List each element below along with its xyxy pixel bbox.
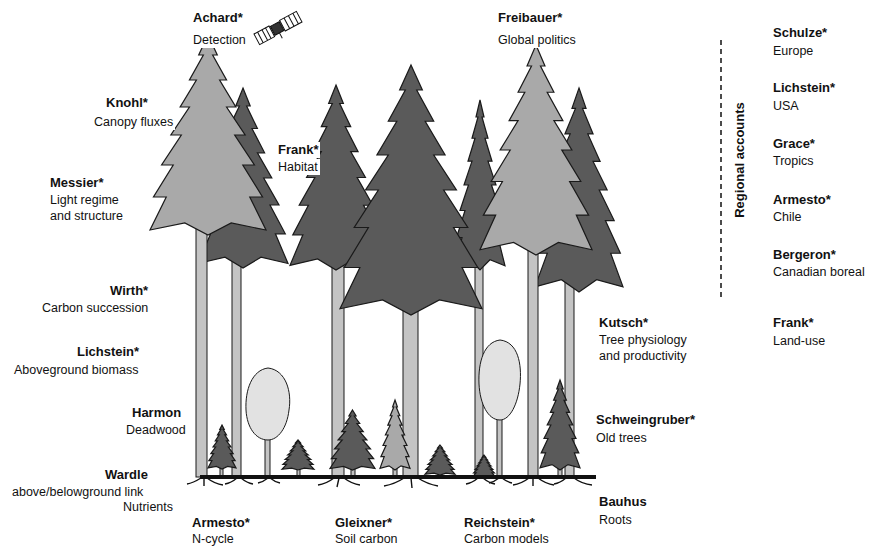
- topic-label: Soil carbon: [333, 531, 400, 547]
- topic-label: Roots: [597, 512, 634, 528]
- author-name: Gleixner*: [333, 515, 394, 531]
- author-name: Wardle: [103, 467, 150, 483]
- author-name: Grace*: [771, 136, 817, 152]
- group-heading: Regional accounts: [732, 102, 748, 218]
- topic-label: Deadwood: [124, 422, 188, 438]
- topic-label: Global politics: [496, 32, 578, 48]
- topic-label: Carbon succession: [40, 300, 150, 316]
- author-name: Lichstein*: [75, 344, 141, 360]
- topic-label: and productivity: [597, 348, 689, 364]
- topic-label: Canadian boreal: [771, 264, 867, 280]
- author-name: Schweingruber*: [594, 412, 697, 428]
- dashed-bracket: [720, 40, 722, 300]
- author-name: Messier*: [48, 175, 105, 191]
- author-name: Wirth*: [108, 283, 150, 299]
- author-name: Lichstein*: [771, 80, 837, 96]
- topic-label: Old trees: [594, 430, 649, 446]
- topic-label: above/belowground link: [10, 484, 145, 500]
- topic-label: Nutrients: [121, 499, 175, 515]
- author-name: Armesto*: [771, 192, 833, 208]
- topic-label: Chile: [771, 209, 804, 225]
- topic-label: Tree physiology: [597, 332, 689, 348]
- author-name: Kutsch*: [597, 315, 650, 331]
- author-name: Bergeron*: [771, 247, 838, 263]
- satellite-icon: [254, 11, 304, 49]
- author-name: Harmon: [130, 405, 183, 421]
- author-name: Bauhus: [597, 494, 649, 510]
- topic-label: Habitat: [276, 159, 320, 175]
- topic-label: Aboveground biomass: [12, 362, 140, 378]
- author-name: Knohl*: [104, 95, 150, 111]
- author-name: Frank*: [276, 142, 320, 158]
- topic-label: Detection: [191, 32, 248, 48]
- topic-label: USA: [771, 98, 801, 114]
- topic-label: and structure: [48, 208, 125, 224]
- topic-label: Tropics: [771, 153, 816, 169]
- author-name: Armesto*: [190, 515, 252, 531]
- topic-label: Canopy fluxes: [92, 114, 175, 130]
- author-name: Achard*: [191, 10, 245, 26]
- author-name: Frank*: [771, 315, 815, 331]
- topic-label: Land-use: [771, 333, 827, 349]
- topic-label: N-cycle: [190, 531, 236, 547]
- author-name: Freibauer*: [496, 10, 564, 26]
- topic-label: Light regime: [48, 192, 121, 208]
- author-name: Schulze*: [771, 25, 829, 41]
- author-name: Reichstein*: [462, 515, 537, 531]
- topic-label: Europe: [771, 43, 815, 59]
- topic-label: Carbon models: [462, 531, 551, 547]
